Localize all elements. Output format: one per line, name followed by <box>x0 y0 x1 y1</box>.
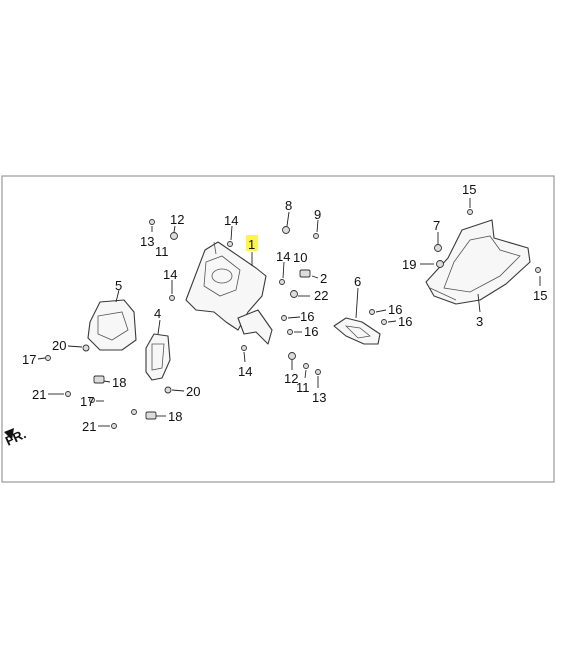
callout-13: 13 <box>312 390 326 405</box>
callout-14-mid: 14 <box>276 249 290 264</box>
callout-22: 22 <box>314 288 328 303</box>
part-5-duct <box>87 299 137 351</box>
callout-5: 5 <box>115 278 122 293</box>
callout-14-low: 14 <box>238 364 252 379</box>
callout-15: 15 <box>462 182 476 197</box>
callout-3: 3 <box>476 314 483 329</box>
callout-18: 18 <box>112 375 126 390</box>
callout-18-low: 18 <box>168 409 182 424</box>
callout-20-right: 20 <box>186 384 200 399</box>
part-4-duct <box>145 333 171 381</box>
callout-labels: 1 2 3 4 5 6 7 8 9 10 11 12 13 14 15 16 1… <box>22 182 483 405</box>
callout-16-right-a: 16 <box>388 302 402 317</box>
callout-21: 21 <box>32 387 46 402</box>
callout-labels-repeated: 12 13 11 14 14 14 16 16 16 15 20 17 18 2… <box>80 212 547 434</box>
callout-4: 4 <box>154 306 161 321</box>
callout-12-left: 12 <box>170 212 184 227</box>
callout-9: 9 <box>314 207 321 222</box>
front-direction-marker: FR. <box>3 426 28 448</box>
callout-1: 1 <box>248 237 255 252</box>
callout-17: 17 <box>22 352 36 367</box>
callout-10: 10 <box>293 250 307 265</box>
callout-21-low: 21 <box>82 419 96 434</box>
callout-8: 8 <box>285 198 292 213</box>
callout-11: 11 <box>296 380 310 395</box>
front-label: FR. <box>3 426 28 448</box>
callout-14: 14 <box>224 213 238 228</box>
callout-16-mid: 16 <box>304 324 318 339</box>
callout-15-right: 15 <box>533 288 547 303</box>
part-3-floor-cover <box>425 219 531 305</box>
callout-12: 12 <box>284 371 298 386</box>
callout-16-right-b: 16 <box>398 314 412 329</box>
callout-13-left: 13 <box>140 234 154 249</box>
callout-20: 20 <box>52 338 66 353</box>
callout-14-left: 14 <box>163 267 177 282</box>
callout-11-left: 11 <box>155 244 169 259</box>
leader-lines <box>37 198 541 427</box>
callout-17-low: 17 <box>80 394 94 409</box>
diagram-frame <box>1 175 555 483</box>
part-1-inner-panel <box>185 241 273 345</box>
callout-7: 7 <box>433 218 440 233</box>
highlight-marker <box>246 235 258 251</box>
callout-2: 2 <box>320 271 327 286</box>
callout-16: 16 <box>300 309 314 324</box>
callout-19: 19 <box>402 257 416 272</box>
part-6-bracket <box>333 317 381 345</box>
callout-6: 6 <box>354 274 361 289</box>
fastener-set <box>45 209 541 429</box>
